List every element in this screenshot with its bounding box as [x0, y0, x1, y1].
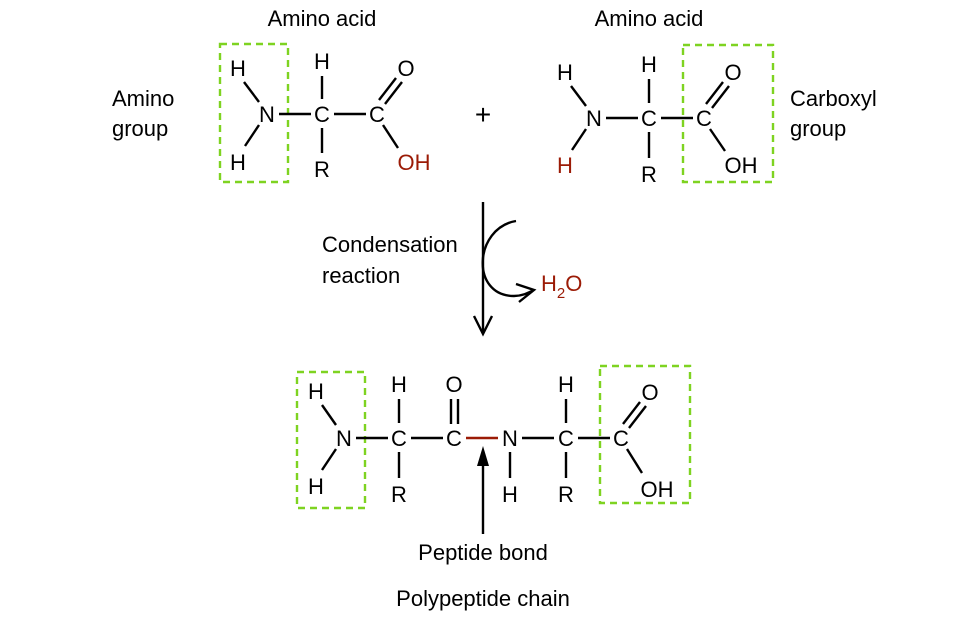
- water-release-arrow: [481, 219, 533, 298]
- aa2-h-alpha: H: [641, 52, 657, 77]
- dp-c-carbonyl: C: [446, 426, 462, 451]
- dp-o-carboxyl: O: [641, 380, 658, 405]
- amino-group-label-line1: Amino: [112, 86, 174, 111]
- dp-r-2: R: [558, 482, 574, 507]
- aa2-bond-c-oh: [709, 128, 726, 152]
- dp-n-terminal: N: [336, 426, 352, 451]
- aa1-oh-removed: OH: [398, 150, 431, 175]
- dp-n-amide: N: [502, 426, 518, 451]
- aa2-bond-c-o-1: [705, 81, 724, 105]
- dp-o-carbonyl: O: [445, 372, 462, 397]
- aa2-n: N: [586, 106, 602, 131]
- dp-bond-h-n-bottom: [321, 448, 337, 471]
- aa1-h-top: H: [230, 56, 246, 81]
- dp-h-bottom: H: [308, 474, 324, 499]
- dp-c-carboxyl: C: [613, 426, 629, 451]
- dp-bond-c-oh: [625, 448, 644, 474]
- aa1-bond-c-o-2: [384, 81, 403, 105]
- dp-bond-h-n-top: [321, 404, 337, 426]
- water-h: H: [541, 271, 557, 296]
- water-product: H2O: [541, 271, 582, 302]
- dipeptide-amino-group-box: [295, 370, 367, 510]
- polypeptide-chain-label: Polypeptide chain: [396, 586, 570, 611]
- dp-bond-c-o-4: [628, 405, 647, 429]
- peptide-bond-label: Peptide bond: [418, 540, 548, 565]
- dp-oh: OH: [641, 477, 674, 502]
- water-release-arrow-head: [515, 282, 537, 303]
- amino-acid-2-title: Amino acid: [595, 6, 704, 31]
- amino-acid-1-title: Amino acid: [268, 6, 377, 31]
- aa1-h-alpha: H: [314, 49, 330, 74]
- dp-h-alpha-2: H: [558, 372, 574, 397]
- aa1-n: N: [259, 102, 275, 127]
- aa2-h-top: H: [557, 60, 573, 85]
- aa1-h-bottom: H: [230, 150, 246, 175]
- aa1-c-carboxyl: C: [369, 102, 385, 127]
- aa2-bond-h-n-top: [570, 85, 587, 107]
- aa2-r: R: [641, 162, 657, 187]
- aa1-o: O: [397, 56, 414, 81]
- reaction-arrow-head: [472, 315, 494, 337]
- aa2-oh: OH: [725, 153, 758, 178]
- reaction-arrow: [472, 202, 537, 337]
- dp-r-1: R: [391, 482, 407, 507]
- aa1-c-alpha: C: [314, 102, 330, 127]
- aa2-bond-h-n-bottom: [571, 128, 587, 151]
- aa2-bond-c-o-2: [711, 85, 730, 109]
- dipeptide-structure: H H N C H R C O N H C H R C O OH: [295, 364, 692, 510]
- aa1-bond-h-n-top: [243, 81, 260, 103]
- carboxyl-group-label-line2: group: [790, 116, 846, 141]
- aa2-o: O: [724, 60, 741, 85]
- plus-sign: +: [475, 99, 491, 130]
- dipeptide-carboxyl-group-box: [598, 364, 692, 505]
- carboxyl-group-box: [681, 43, 775, 184]
- dp-h-alpha-1: H: [391, 372, 407, 397]
- amino-group-label-line2: group: [112, 116, 168, 141]
- dp-h-top: H: [308, 379, 324, 404]
- aa2-c-alpha: C: [641, 106, 657, 131]
- carboxyl-group-label-line1: Carboxyl: [790, 86, 877, 111]
- condensation-label-line2: reaction: [322, 263, 400, 288]
- dp-h-amide: H: [502, 482, 518, 507]
- dp-c-alpha-2: C: [558, 426, 574, 451]
- aa1-bond-h-n-bottom: [244, 124, 260, 147]
- amino-acid-2-structure: H H N C H R C O OH: [557, 43, 775, 187]
- water-o: O: [565, 271, 582, 296]
- amino-acid-1-structure: H H N C H R C O OH: [218, 42, 431, 184]
- aa1-bond-c-oh: [381, 124, 400, 149]
- dp-bond-c-o-3: [622, 401, 641, 425]
- dp-c-alpha-1: C: [391, 426, 407, 451]
- peptide-bond-pointer-head: [477, 446, 489, 466]
- water-subscript: 2: [557, 285, 565, 302]
- aa2-h-removed: H: [557, 153, 573, 178]
- condensation-label-line1: Condensation: [322, 232, 458, 257]
- aa1-r: R: [314, 157, 330, 182]
- aa2-c-carboxyl: C: [696, 106, 712, 131]
- aa1-bond-c-o-1: [378, 77, 397, 101]
